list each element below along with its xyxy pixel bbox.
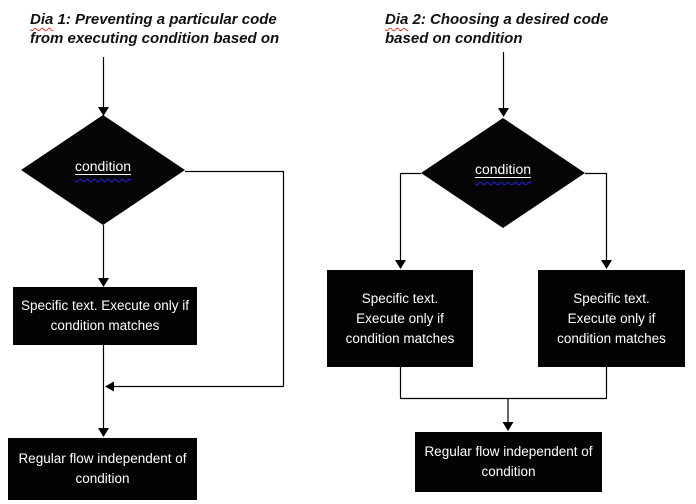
- arrow-down-icon: [498, 108, 509, 117]
- condition-label: condition: [74, 158, 132, 174]
- diagram-2-title: Dia 2: Choosing a desired code based on …: [385, 10, 640, 48]
- diagram-2-title-text: 2: Choosing a desired code based on cond…: [385, 11, 609, 47]
- misspelled-word: Dia: [30, 11, 54, 28]
- diagram-1-title: Dia 1: Preventing a particular code from…: [30, 10, 295, 48]
- misspelled-word: Dia: [385, 11, 409, 28]
- arrow-down-icon: [98, 107, 109, 116]
- condition-label: condition: [474, 161, 532, 177]
- specific-text-box-left: Specific text. Execute only if condition…: [327, 270, 473, 367]
- arrow-down-icon: [502, 422, 514, 431]
- regular-flow-label: Regular flow independent of condition: [424, 444, 593, 479]
- diagram-1-title-text: 1: Preventing a particular code from exe…: [30, 11, 280, 47]
- specific-text-box-right: Specific text. Execute only if condition…: [538, 270, 685, 367]
- arrow-down-icon: [601, 260, 612, 269]
- regular-flow-label: Regular flow independent of condition: [18, 451, 187, 486]
- specific-text-label: Specific text. Execute only if condition…: [557, 290, 666, 346]
- specific-text-label: Specific text. Execute only if condition…: [345, 290, 455, 346]
- specific-text-label: Specific text. Execute only if condition…: [20, 298, 190, 333]
- arrow-down-icon: [98, 278, 109, 287]
- arrow-down-icon: [98, 428, 109, 437]
- regular-flow-box-2: Regular flow independent of condition: [415, 432, 602, 492]
- regular-flow-box-1: Regular flow independent of condition: [8, 438, 197, 500]
- arrow-down-icon: [395, 260, 406, 269]
- arrow-left-icon: [105, 381, 114, 392]
- specific-text-box-1: Specific text. Execute only if condition…: [13, 287, 197, 345]
